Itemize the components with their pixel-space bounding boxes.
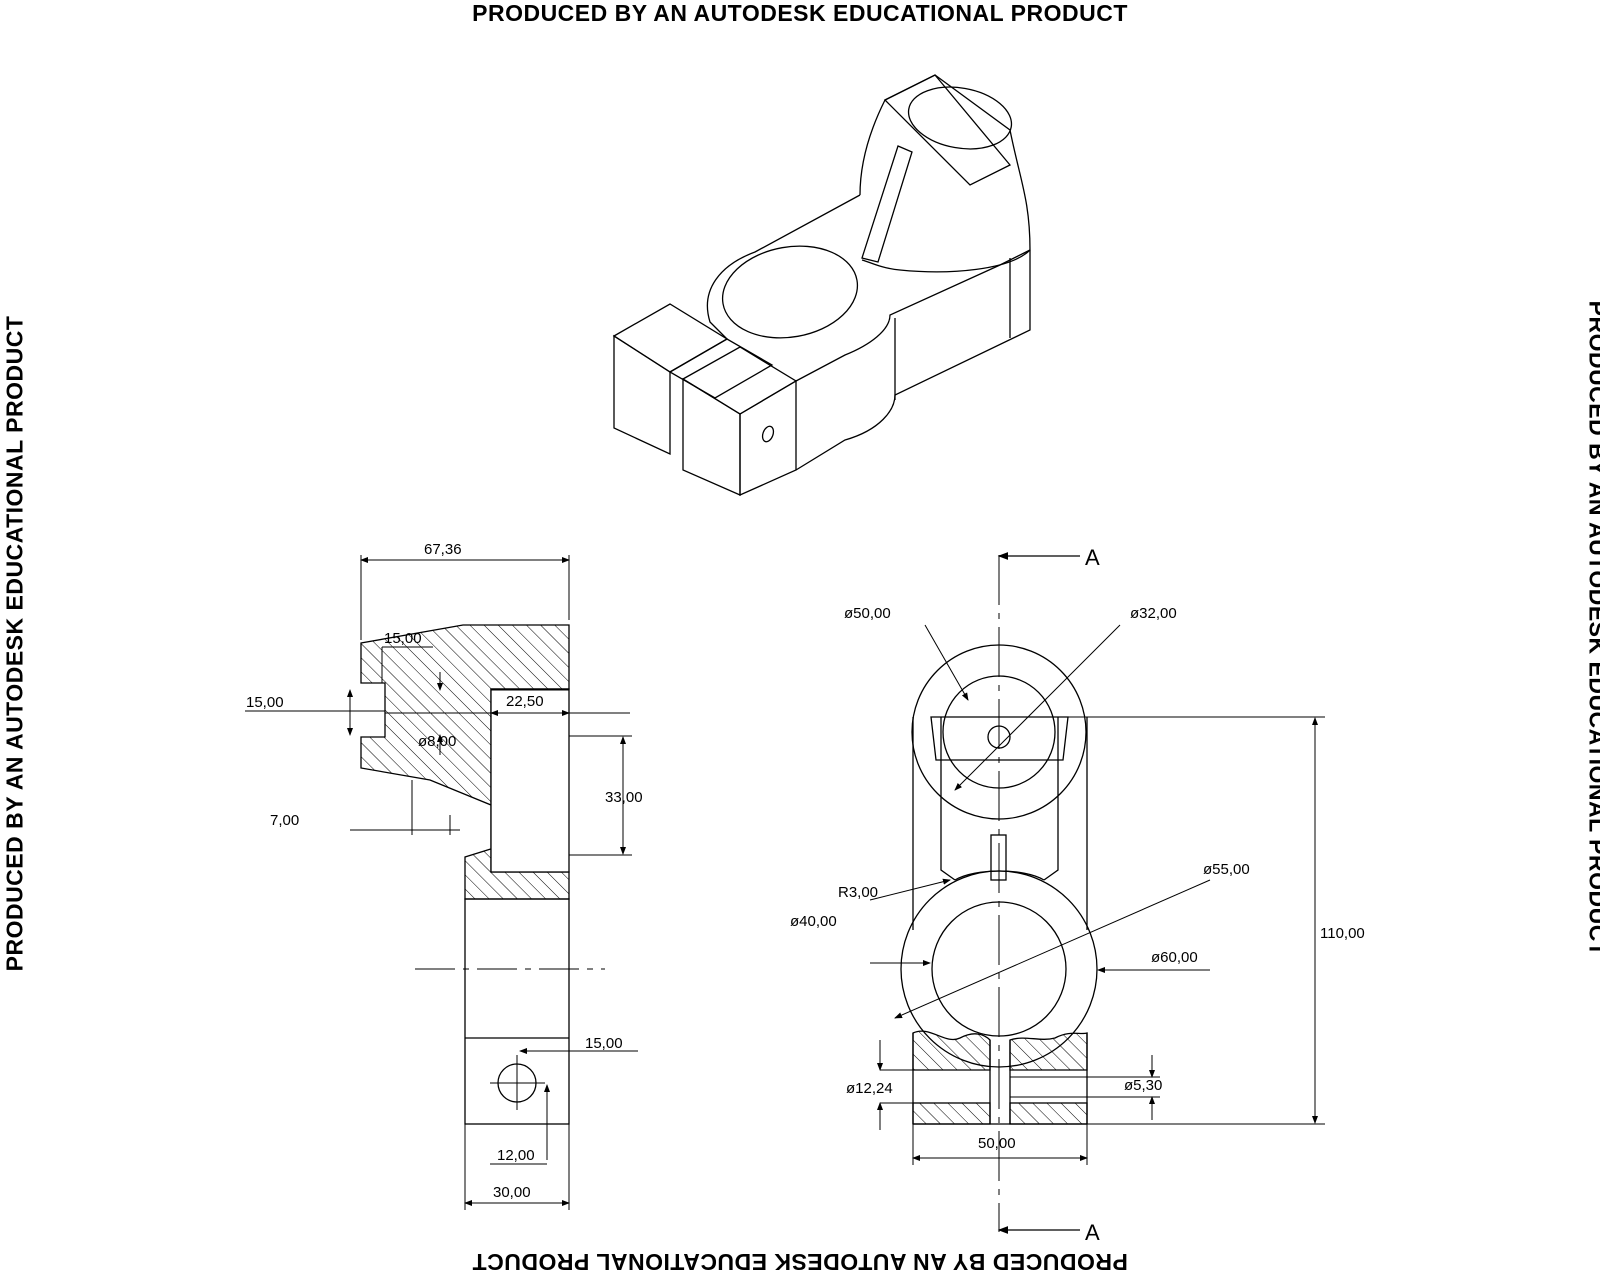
dim-side-pocket-height: 33,00 <box>605 789 643 806</box>
iso-slot-wall <box>883 74 1012 186</box>
side-view <box>245 555 638 1210</box>
front-head-outer <box>911 644 1087 820</box>
dim-front-dia-55: ø55,00 <box>1203 861 1250 878</box>
iso-front-prong-top <box>681 346 798 415</box>
front-head-bar <box>930 716 1069 761</box>
dim-front-radius: R3,00 <box>838 884 878 901</box>
dim-front-dia-40: ø40,00 <box>790 913 837 930</box>
dim-front-dia-32: ø32,00 <box>1130 605 1177 622</box>
front-view-dims: A A ø50,00 ø32,00 ø55,00 R3,00 ø40,00 ø6… <box>790 545 1365 1245</box>
dim-side-slot-height: 15,00 <box>246 694 284 711</box>
section-label-bottom: A <box>1085 1220 1100 1245</box>
iso-body-side-edge <box>795 250 1031 471</box>
dim-front-dia-12: ø12,24 <box>846 1080 893 1097</box>
iso-right-prong-top <box>668 338 774 399</box>
dim-front-height-total: 110,00 <box>1320 925 1365 942</box>
front-head-hole <box>987 725 1011 749</box>
dim-front-dia-5: ø5,30 <box>1124 1077 1162 1094</box>
iso-big-hole <box>721 245 859 339</box>
side-pocket <box>490 688 570 873</box>
iso-left-prong-top <box>612 303 729 373</box>
dim-side-hole-offset-x: 15,00 <box>585 1035 623 1052</box>
side-view-dims: 67,36 15,00 15,00 ø8,00 22,50 33,00 7,00… <box>246 541 643 1201</box>
iso-small-hole <box>761 425 775 443</box>
dim-front-dia-50: ø50,00 <box>844 605 891 622</box>
watermark-top: PRODUCED BY AN AUTODESK EDUCATIONAL PROD… <box>472 0 1128 26</box>
dim-side-pocket-width: 22,50 <box>506 693 544 710</box>
front-view <box>869 552 1325 1234</box>
iso-front-prong-side <box>739 379 797 497</box>
front-ring-inner <box>931 901 1067 1037</box>
dim-side-base-width: 30,00 <box>493 1184 531 1201</box>
side-lower-body <box>464 898 570 1125</box>
iso-left-prong-side <box>613 334 671 456</box>
dim-side-chamfer: 7,00 <box>270 812 299 829</box>
dim-side-total-width: 67,36 <box>424 541 462 558</box>
iso-post-outline <box>859 74 1031 273</box>
isometric-view <box>612 74 1031 497</box>
dim-side-hole-offset-y: 12,00 <box>497 1147 535 1164</box>
dim-side-slot-top: 15,00 <box>384 630 422 647</box>
iso-post-top <box>907 86 1013 150</box>
dim-side-hole-dia: ø8,00 <box>418 733 456 750</box>
iso-slot-left <box>861 145 913 263</box>
dim-front-dia-60: ø60,00 <box>1151 949 1198 966</box>
iso-body-top-edge <box>795 249 1031 382</box>
dim-front-width-50: 50,00 <box>978 1135 1016 1152</box>
section-label-top: A <box>1085 545 1100 570</box>
front-head-inner <box>942 675 1056 789</box>
iso-body-back-edge <box>706 194 861 340</box>
iso-front-prong-front <box>682 377 741 496</box>
